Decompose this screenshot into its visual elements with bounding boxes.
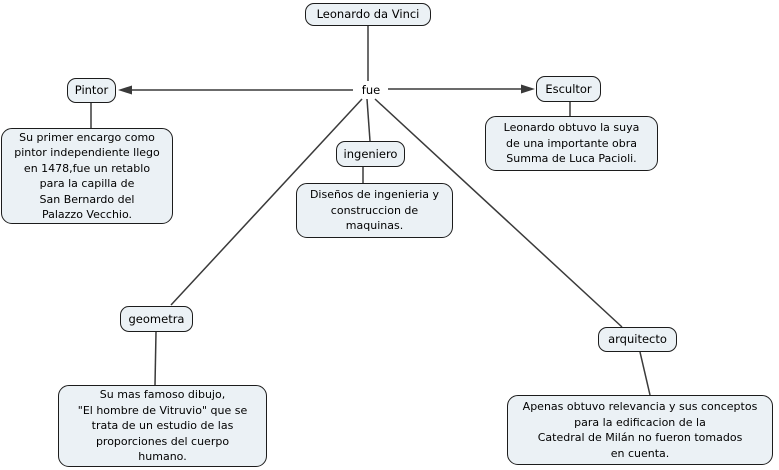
node-escultor[interactable]: Escultor	[536, 76, 601, 102]
description-pintor[interactable]: Su primer encargo como pintor independie…	[1, 128, 173, 224]
node-geometra[interactable]: geometra	[120, 306, 193, 332]
edge-fue-ingeniero	[366, 98, 371, 142]
edge-fue-geometra	[170, 98, 363, 306]
node-ingeniero[interactable]: ingeniero	[336, 141, 405, 167]
description-arquitecto[interactable]: Apenas obtuvo relevancia y sus conceptos…	[507, 395, 773, 465]
node-pintor[interactable]: Pintor	[67, 78, 116, 103]
arrowhead-pintor-icon	[118, 85, 132, 95]
node-arquitecto[interactable]: arquitecto	[598, 327, 677, 352]
description-escultor[interactable]: Leonardo obtuvo la suya de una important…	[485, 116, 658, 171]
description-ingeniero[interactable]: Diseños de ingenieria y construccion de …	[296, 183, 453, 238]
link-label-fue[interactable]: fue	[354, 81, 388, 98]
node-leonardo-da-vinci[interactable]: Leonardo da Vinci	[305, 3, 431, 26]
edge-geometra-desc	[154, 331, 157, 386]
description-geometra[interactable]: Su mas famoso dibujo, "El hombre de Vitr…	[58, 385, 267, 467]
edge-arquitecto-desc	[639, 351, 651, 396]
edge-fue-arquitecto	[374, 98, 623, 328]
arrowhead-escultor-icon	[521, 84, 535, 94]
